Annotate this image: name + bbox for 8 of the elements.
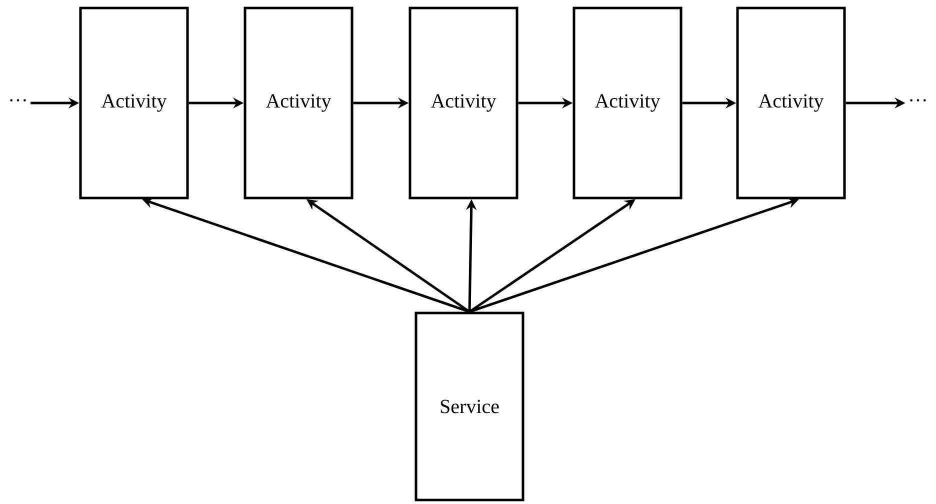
process-box: Service — [414, 312, 524, 502]
process-box: Activity — [572, 6, 682, 200]
ellipsis-text: ··· — [10, 99, 26, 102]
process-box: Activity — [736, 6, 846, 200]
process-box: Activity — [408, 6, 518, 200]
process-box: Activity — [79, 6, 189, 200]
ellipsis-text: ··· — [910, 99, 926, 102]
process-box: Activity — [244, 6, 354, 200]
